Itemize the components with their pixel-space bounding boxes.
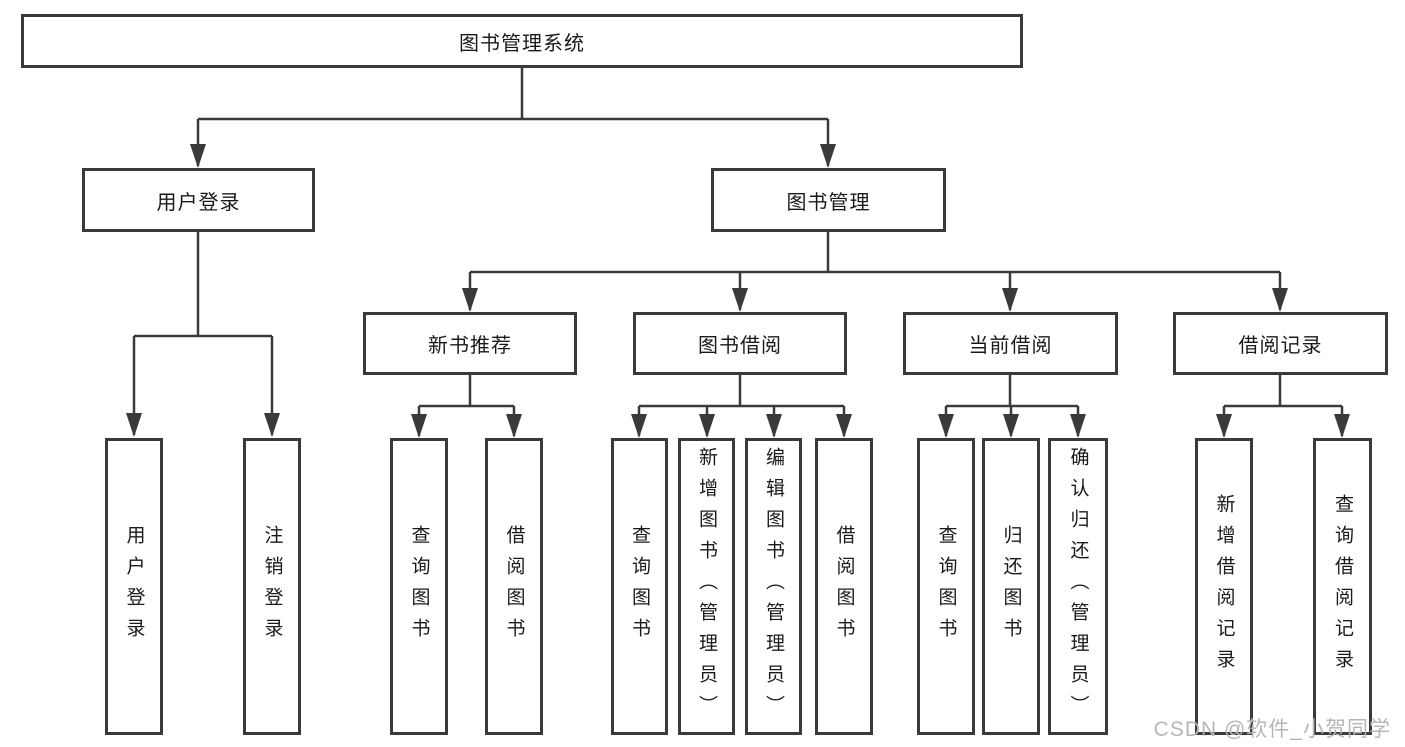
leaf-confirm-return-admin: 确认归还（管理员） (1048, 438, 1108, 735)
leaf-label: 借阅图书 (503, 524, 525, 649)
connector-user-login-children (126, 232, 280, 437)
node-label: 新书推荐 (428, 335, 512, 357)
leaf-label: 用户登录 (123, 524, 145, 649)
connector-book-management-children (462, 232, 1288, 312)
connector-new-book-recommend-children (411, 375, 522, 438)
node-borrow-records: 借阅记录 (1173, 312, 1388, 375)
leaf-query-books-borrow: 查询图书 (611, 438, 668, 735)
leaf-label: 新增图书（管理员） (696, 447, 717, 726)
leaf-label: 归还图书 (1000, 524, 1022, 649)
node-label: 图书借阅 (698, 335, 782, 357)
leaf-query-borrow-record: 查询借阅记录 (1313, 438, 1372, 735)
node-new-book-recommend: 新书推荐 (363, 312, 577, 375)
leaf-add-borrow-record: 新增借阅记录 (1195, 438, 1253, 735)
leaf-label: 编辑图书（管理员） (763, 447, 784, 726)
node-label: 图书管理系统 (459, 32, 585, 55)
leaf-borrow-books: 借阅图书 (815, 438, 873, 735)
leaf-label: 查询图书 (408, 524, 430, 649)
connector-book-borrow-children (631, 375, 852, 438)
leaf-borrow-books-recommend: 借阅图书 (485, 438, 543, 735)
node-current-borrow: 当前借阅 (903, 312, 1118, 375)
node-label: 当前借阅 (968, 335, 1053, 357)
leaf-logout: 注销登录 (243, 438, 301, 735)
node-label: 用户登录 (156, 191, 241, 214)
leaf-add-books-admin: 新增图书（管理员） (678, 438, 735, 735)
node-book-management: 图书管理 (711, 168, 946, 232)
leaf-label: 查询图书 (935, 524, 957, 649)
leaf-label: 查询图书 (629, 524, 650, 649)
leaf-user-login: 用户登录 (105, 438, 163, 735)
leaf-label: 借阅图书 (833, 524, 855, 649)
node-user-login: 用户登录 (82, 168, 315, 232)
node-book-borrow: 图书借阅 (633, 312, 847, 375)
leaf-label: 确认归还（管理员） (1067, 447, 1089, 726)
node-label: 图书管理 (786, 191, 871, 214)
connector-borrow-records-children (1216, 375, 1350, 438)
leaf-query-books-current: 查询图书 (917, 438, 975, 735)
node-root-library-system: 图书管理系统 (21, 14, 1023, 68)
leaf-label: 查询借阅记录 (1332, 493, 1353, 680)
leaf-return-books: 归还图书 (982, 438, 1040, 735)
leaf-label: 注销登录 (261, 524, 283, 649)
node-label: 借阅记录 (1238, 335, 1323, 357)
leaf-label: 新增借阅记录 (1213, 493, 1235, 680)
leaf-query-books-recommend: 查询图书 (390, 438, 448, 735)
connector-root-branches (190, 68, 836, 168)
connector-current-borrow-children (938, 375, 1086, 438)
leaf-edit-books-admin: 编辑图书（管理员） (745, 438, 802, 735)
